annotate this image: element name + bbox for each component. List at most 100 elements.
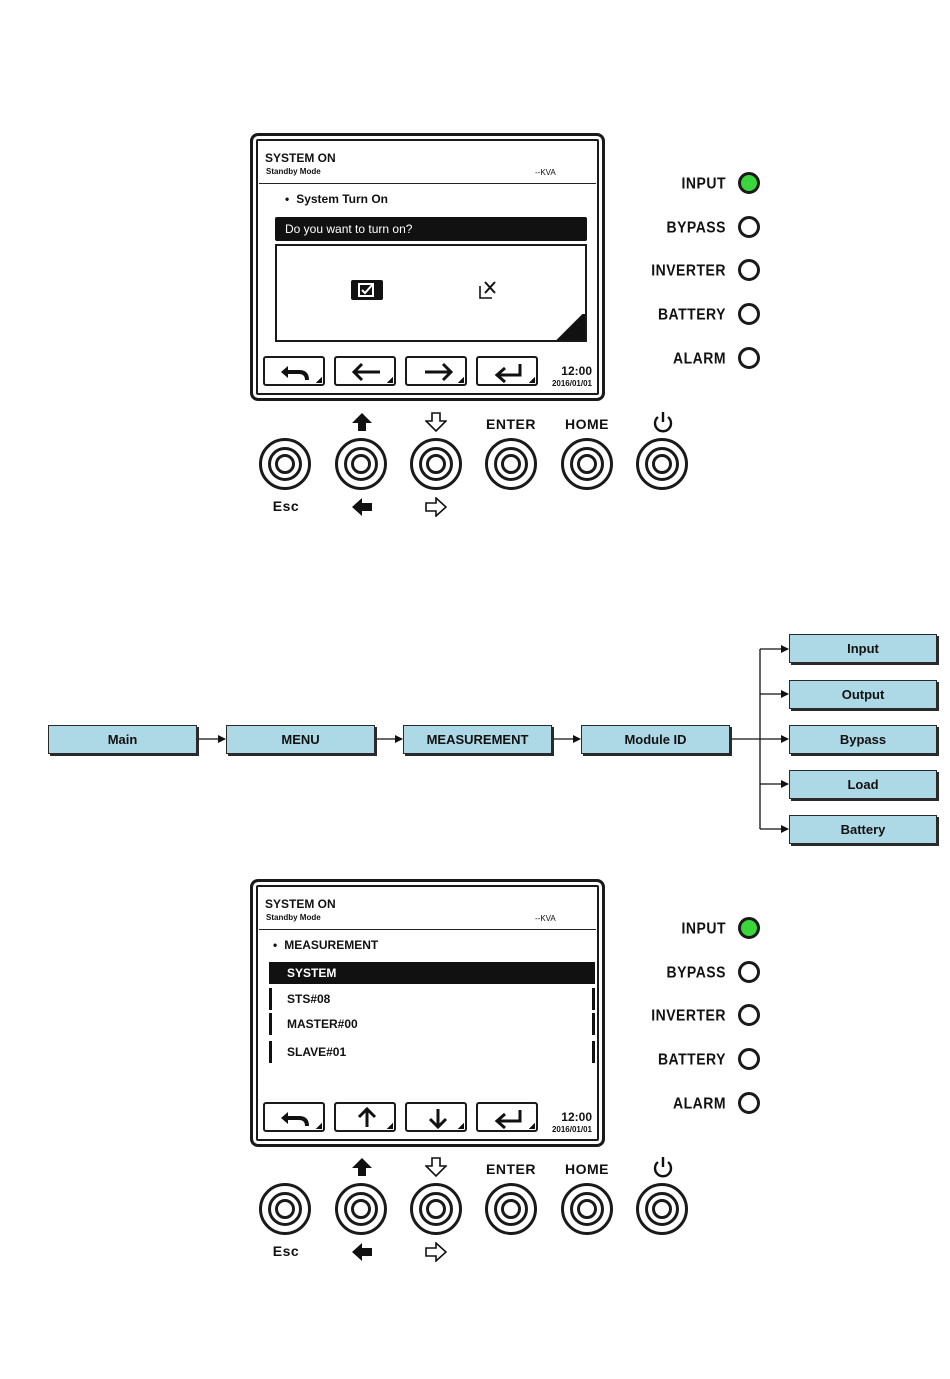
flow-node-module-id: Module ID bbox=[581, 725, 730, 754]
menu-path: MEASUREMENT bbox=[273, 938, 378, 952]
led-label: INPUT bbox=[681, 174, 726, 192]
right-arrow-outline-icon bbox=[425, 497, 447, 517]
esc-button[interactable] bbox=[259, 438, 311, 490]
led-label: ALARM bbox=[672, 349, 726, 367]
row-border bbox=[592, 988, 595, 1010]
back-icon bbox=[281, 366, 309, 381]
led-row-alarm: ALARM bbox=[673, 1092, 760, 1114]
home-button[interactable] bbox=[561, 438, 613, 490]
enter-button[interactable] bbox=[485, 1183, 537, 1235]
led-inverter-indicator bbox=[738, 259, 760, 281]
led-label: INVERTER bbox=[651, 261, 726, 279]
led-battery-indicator bbox=[738, 1048, 760, 1070]
led-bypass-indicator bbox=[738, 216, 760, 238]
menu-path: System Turn On bbox=[285, 192, 388, 206]
esc-button-label: Esc bbox=[272, 498, 300, 514]
arrow-left-icon bbox=[351, 362, 380, 382]
clock-date: 2016/01/01 bbox=[551, 1125, 592, 1134]
clock-date: 2016/01/01 bbox=[551, 379, 592, 388]
cancel-x-icon[interactable] bbox=[477, 280, 501, 300]
header-divider bbox=[259, 183, 596, 184]
power-icon bbox=[653, 1157, 673, 1178]
up-arrow-filled-icon bbox=[352, 1158, 372, 1176]
power-button[interactable] bbox=[636, 1183, 688, 1235]
row-border bbox=[269, 962, 276, 984]
list-item-master[interactable]: MASTER#00 bbox=[269, 1013, 595, 1035]
softkey-back[interactable] bbox=[263, 1102, 325, 1132]
up-left-button[interactable] bbox=[335, 1183, 387, 1235]
led-row-alarm: ALARM bbox=[673, 347, 760, 369]
checkbox-checked-icon[interactable] bbox=[351, 280, 383, 300]
list-item-system[interactable]: SYSTEM bbox=[269, 962, 595, 984]
up-left-button[interactable] bbox=[335, 438, 387, 490]
home-button-label: HOME bbox=[565, 416, 609, 432]
system-mode: Standby Mode bbox=[266, 913, 321, 922]
down-right-button[interactable] bbox=[410, 1183, 462, 1235]
list-item-sts[interactable]: STS#08 bbox=[269, 988, 595, 1010]
power-button[interactable] bbox=[636, 438, 688, 490]
list-item-label: STS#08 bbox=[287, 992, 331, 1006]
esc-button[interactable] bbox=[259, 1183, 311, 1235]
hardware-button-panel: ENTER HOME Esc bbox=[250, 1153, 700, 1263]
softkey-up[interactable] bbox=[334, 1102, 396, 1132]
led-label: BYPASS bbox=[666, 963, 726, 981]
row-border bbox=[269, 1013, 272, 1035]
system-status-title: SYSTEM ON bbox=[265, 151, 336, 165]
hardware-button-panel: ENTER HOME Esc bbox=[250, 408, 700, 518]
led-alarm-indicator bbox=[738, 347, 760, 369]
enter-button[interactable] bbox=[485, 438, 537, 490]
esc-button-label: Esc bbox=[272, 1243, 300, 1259]
clock: 12:00 2016/01/01 bbox=[552, 364, 592, 388]
flow-node-menu: MENU bbox=[226, 725, 375, 754]
led-label: BYPASS bbox=[666, 218, 726, 236]
softkey-right[interactable] bbox=[405, 356, 467, 386]
led-inverter-indicator bbox=[738, 1004, 760, 1026]
row-border bbox=[269, 988, 272, 1010]
led-label: ALARM bbox=[672, 1094, 726, 1112]
enter-button-label: ENTER bbox=[486, 1161, 536, 1177]
down-arrow-outline-icon bbox=[425, 412, 447, 432]
led-row-input: INPUT bbox=[681, 172, 760, 194]
home-button[interactable] bbox=[561, 1183, 613, 1235]
led-input-indicator bbox=[738, 172, 760, 194]
right-arrow-outline-icon bbox=[425, 1242, 447, 1262]
left-arrow-filled-icon bbox=[352, 1243, 372, 1261]
kva-readout: --KVA bbox=[535, 168, 556, 177]
home-button-label: HOME bbox=[565, 1161, 609, 1177]
row-border bbox=[269, 1041, 272, 1063]
list-item-label: MASTER#00 bbox=[287, 1017, 358, 1031]
down-arrow-outline-icon bbox=[425, 1157, 447, 1177]
softkey-enter[interactable] bbox=[476, 1102, 538, 1132]
enter-icon bbox=[494, 1110, 522, 1129]
softkey-back[interactable] bbox=[263, 356, 325, 386]
dialog-question: Do you want to turn on? bbox=[275, 217, 587, 241]
lcd-screen-measurement: SYSTEM ON Standby Mode --KVA MEASUREMENT… bbox=[250, 879, 605, 1147]
left-arrow-filled-icon bbox=[352, 498, 372, 516]
flow-node-measurement: MEASUREMENT bbox=[403, 725, 552, 754]
down-right-button[interactable] bbox=[410, 438, 462, 490]
flow-node-battery: Battery bbox=[789, 815, 937, 844]
flow-node-main: Main bbox=[48, 725, 197, 754]
clock-time: 12:00 bbox=[561, 364, 592, 378]
softkey-enter[interactable] bbox=[476, 356, 538, 386]
led-label: INVERTER bbox=[651, 1006, 726, 1024]
flow-node-bypass: Bypass bbox=[789, 725, 937, 754]
led-bypass-indicator bbox=[738, 961, 760, 983]
power-icon bbox=[653, 412, 673, 433]
arrow-up-icon bbox=[357, 1107, 377, 1127]
led-label: INPUT bbox=[681, 919, 726, 937]
led-input-indicator bbox=[738, 917, 760, 939]
softkey-left[interactable] bbox=[334, 356, 396, 386]
clock: 12:00 2016/01/01 bbox=[552, 1110, 592, 1134]
enter-icon bbox=[494, 364, 522, 383]
softkey-down[interactable] bbox=[405, 1102, 467, 1132]
led-row-inverter: INVERTER bbox=[651, 1004, 760, 1026]
flow-node-load: Load bbox=[789, 770, 937, 799]
led-row-battery: BATTERY bbox=[658, 1048, 760, 1070]
arrow-right-icon bbox=[425, 362, 454, 382]
led-row-battery: BATTERY bbox=[658, 303, 760, 325]
arrow-down-icon bbox=[428, 1109, 448, 1129]
up-arrow-filled-icon bbox=[352, 413, 372, 431]
list-item-slave[interactable]: SLAVE#01 bbox=[269, 1041, 595, 1063]
